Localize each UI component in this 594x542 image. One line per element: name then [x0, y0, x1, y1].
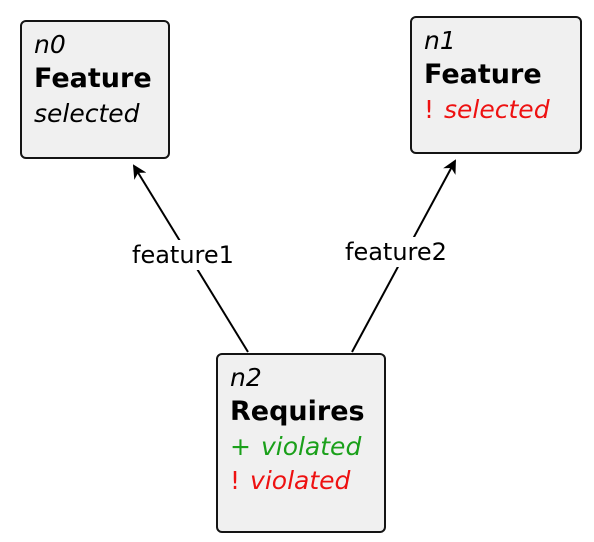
node-attribute-deleted: ! violated [230, 464, 376, 498]
attribute-text: selected [444, 95, 550, 124]
node-type: Requires [230, 396, 365, 427]
edge-label-feature2: feature2 [343, 237, 449, 267]
deletion-mark: ! [230, 466, 241, 495]
node-n0[interactable]: n0 Feature selected [20, 20, 170, 159]
node-n1[interactable]: n1 Feature ! selected [410, 16, 582, 154]
attribute-text: violated [250, 466, 351, 495]
node-id: n1 [424, 26, 456, 55]
attribute-text: violated [260, 432, 362, 461]
node-id: n2 [230, 363, 262, 392]
node-attribute-deleted: ! selected [424, 93, 572, 127]
attribute-text: selected [34, 99, 140, 128]
node-id: n0 [34, 30, 66, 59]
node-n2[interactable]: n2 Requires + violated ! violated [216, 353, 386, 533]
node-attribute-added: + violated [230, 430, 376, 464]
edge-label-feature1: feature1 [130, 240, 236, 270]
addition-mark: + [230, 432, 251, 461]
node-type: Feature [34, 63, 152, 94]
node-attribute: selected [34, 97, 160, 131]
deletion-mark: ! [424, 95, 435, 124]
node-type: Feature [424, 59, 542, 90]
